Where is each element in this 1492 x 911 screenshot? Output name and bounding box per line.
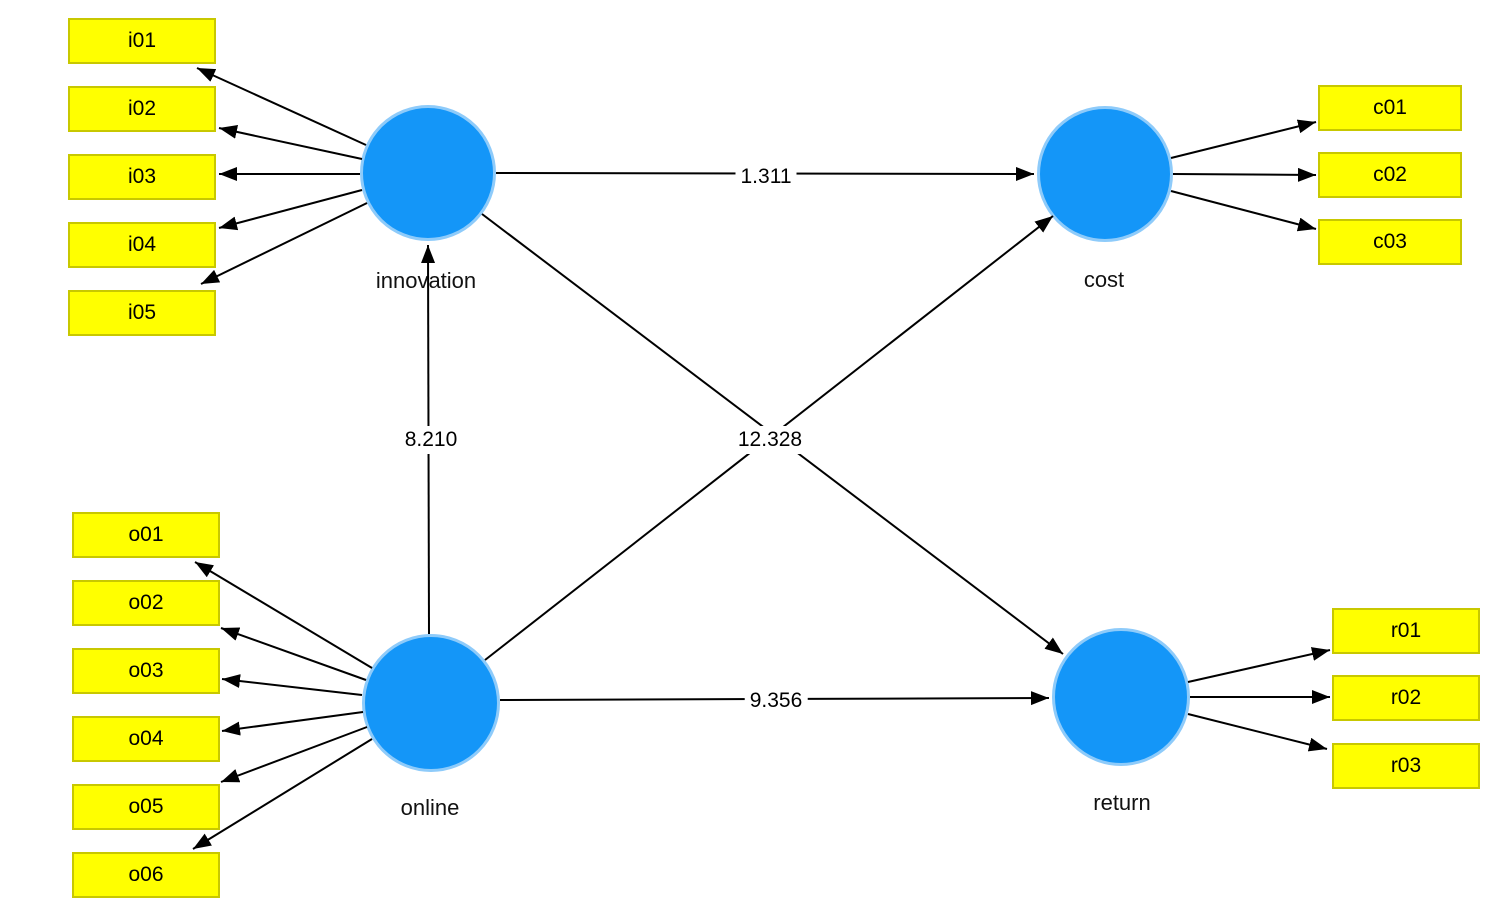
- edge-online-o04[interactable]: [221, 711, 364, 736]
- indicator-c03[interactable]: c03: [1318, 219, 1462, 265]
- indicator-c03-label: c03: [1373, 230, 1407, 253]
- latent-label-return: return: [1093, 790, 1151, 815]
- indicator-i04[interactable]: i04: [68, 222, 216, 268]
- edge-return-r01[interactable]: [1187, 647, 1331, 683]
- indicator-o05[interactable]: o05: [72, 784, 220, 830]
- edge-online-o03[interactable]: [221, 674, 363, 696]
- edge-online-o06[interactable]: [192, 738, 373, 850]
- indicator-r02-label: r02: [1390, 686, 1422, 709]
- indicator-i01-label: i01: [127, 29, 157, 52]
- indicator-o02[interactable]: o02: [72, 580, 220, 626]
- indicator-o04-label: o04: [128, 727, 164, 750]
- indicator-o04[interactable]: o04: [72, 716, 220, 762]
- edge-innovation-i02[interactable]: [218, 124, 363, 160]
- latent-label-innovation: innovation: [375, 268, 477, 293]
- indicator-o03[interactable]: o03: [72, 648, 220, 694]
- edge-cost-c03[interactable]: [1170, 190, 1317, 232]
- indicator-o05-label: o05: [128, 795, 164, 818]
- latent-label-online: online: [400, 795, 460, 820]
- indicator-o01[interactable]: o01: [72, 512, 220, 558]
- indicator-i03-label: i03: [127, 165, 157, 188]
- indicator-i01[interactable]: i01: [68, 18, 216, 64]
- edge-cost-c01[interactable]: [1170, 119, 1317, 159]
- latent-node-cost[interactable]: [1037, 106, 1173, 242]
- edge-online-o05[interactable]: [220, 726, 368, 783]
- path-value-online-return: 9.356: [744, 687, 808, 715]
- indicator-i05[interactable]: i05: [68, 290, 216, 336]
- edge-online-o01[interactable]: [194, 561, 373, 669]
- indicator-r01[interactable]: r01: [1332, 608, 1480, 654]
- indicator-i02-label: i02: [127, 97, 157, 120]
- latent-node-innovation[interactable]: [360, 105, 496, 241]
- edge-innovation-i05[interactable]: [200, 202, 368, 285]
- indicator-i05-label: i05: [127, 301, 157, 324]
- indicator-o06-label: o06: [128, 863, 164, 886]
- indicator-o01-label: o01: [128, 523, 164, 546]
- indicator-r01-label: r01: [1390, 619, 1422, 642]
- indicator-i02[interactable]: i02: [68, 86, 216, 132]
- latent-node-online[interactable]: [362, 634, 500, 772]
- indicator-r02[interactable]: r02: [1332, 675, 1480, 721]
- latent-label-cost: cost: [1083, 267, 1125, 292]
- indicator-c02[interactable]: c02: [1318, 152, 1462, 198]
- path-value-online-innovation: 8.210: [399, 426, 463, 454]
- indicator-c01[interactable]: c01: [1318, 85, 1462, 131]
- latent-node-return[interactable]: [1052, 628, 1190, 766]
- indicator-o03-label: o03: [128, 659, 164, 682]
- path-value-crossing-diagonals: 12.328: [732, 426, 808, 454]
- edge-innovation-i01[interactable]: [196, 67, 367, 146]
- indicator-r03[interactable]: r03: [1332, 743, 1480, 789]
- indicator-r03-label: r03: [1390, 754, 1422, 777]
- indicator-c01-label: c01: [1373, 96, 1407, 119]
- edge-return-r03[interactable]: [1187, 713, 1328, 752]
- indicator-i03[interactable]: i03: [68, 154, 216, 200]
- edge-innovation-i04[interactable]: [218, 189, 363, 231]
- edge-cost-c02[interactable]: [1172, 167, 1317, 182]
- indicator-i04-label: i04: [127, 233, 157, 256]
- indicator-o06[interactable]: o06: [72, 852, 220, 898]
- indicator-c02-label: c02: [1373, 163, 1407, 186]
- path-value-innovation-cost: 1.311: [735, 163, 797, 191]
- indicator-o02-label: o02: [128, 591, 164, 614]
- edge-online-o02[interactable]: [220, 627, 367, 681]
